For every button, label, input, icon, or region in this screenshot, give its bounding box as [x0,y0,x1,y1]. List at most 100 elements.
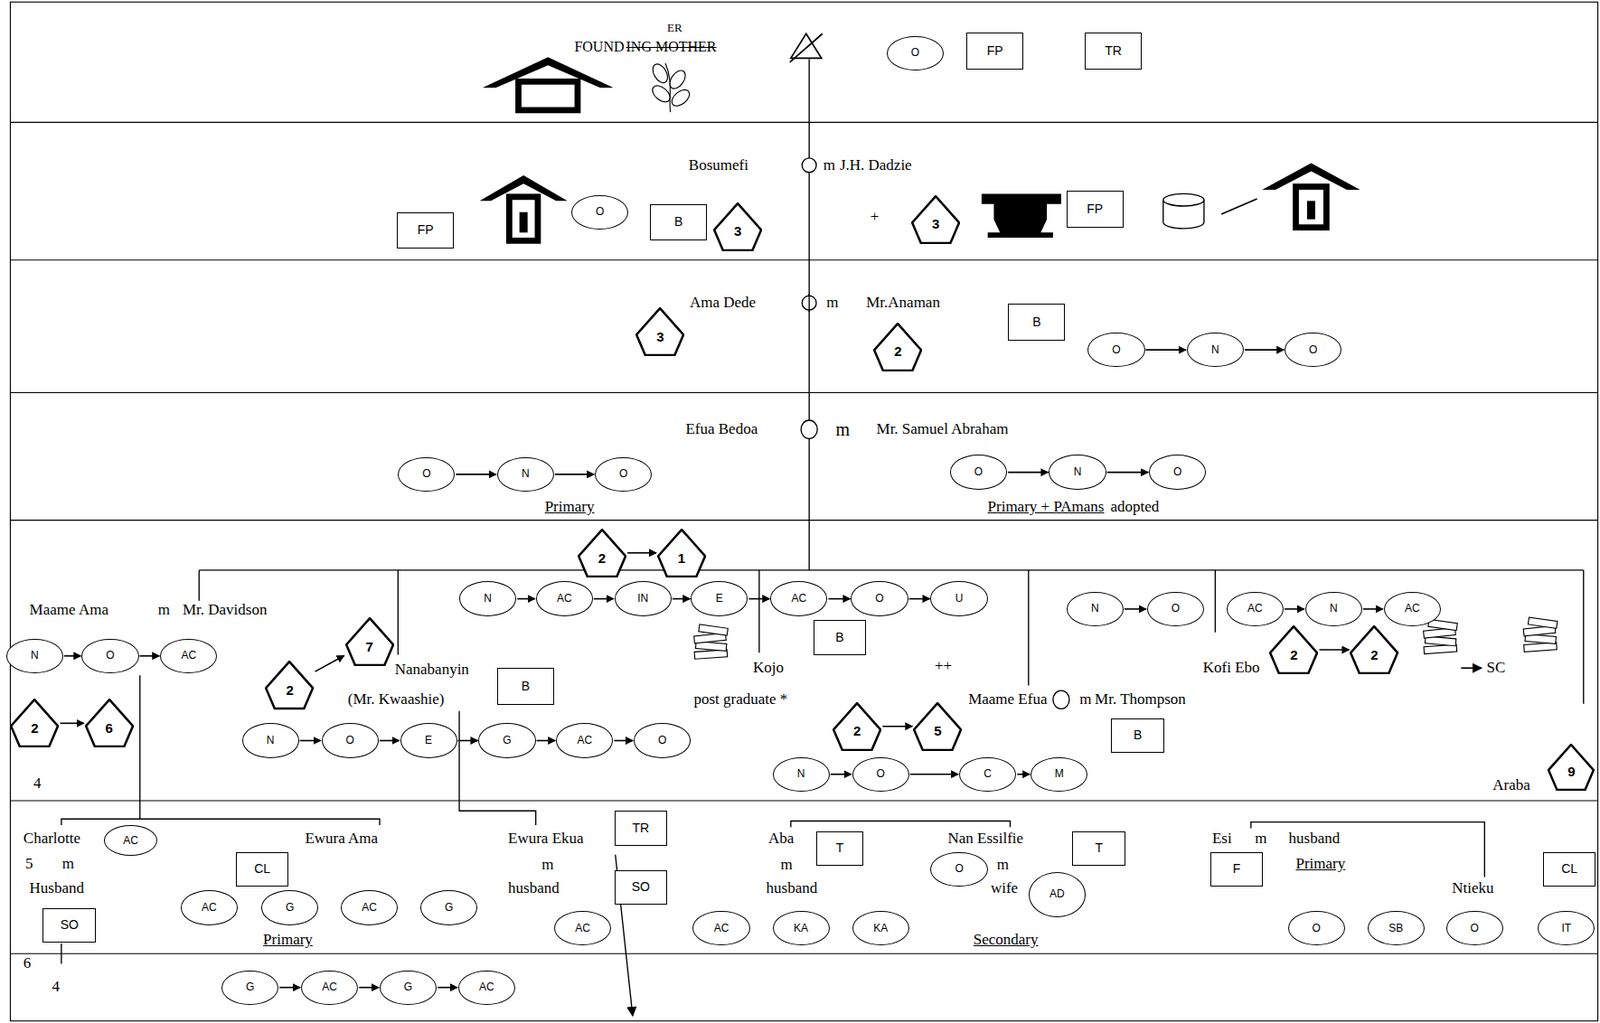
pointer-arrow [1460,667,1482,669]
node-text: 2 [285,672,293,698]
attribute-oval: G [420,890,478,925]
name-label: m [822,157,837,175]
pentagon-shape [874,323,922,371]
node-text: AC [556,592,573,605]
node-text: FP [987,44,1004,58]
books-symbol [1423,619,1459,654]
band-line [9,519,1598,521]
attribute-oval: SB [1367,911,1425,946]
name-label: Primary + PAmans [987,498,1106,517]
node-text: AC [201,902,217,914]
count-pentagon: 2 [1349,625,1399,675]
pentagon-shape [266,662,314,710]
name-label: m [540,856,555,875]
attribute-oval: C [959,757,1017,792]
slash [1221,198,1258,215]
house-symbol [480,175,568,241]
attribute-box: F [1210,852,1264,887]
sequence-arrow [1146,348,1186,351]
node-text: CL [254,862,271,876]
node-text: O [911,47,920,59]
name-label: Charlotte [22,830,82,848]
node-text: 2 [598,540,606,566]
pentagon-shape [833,703,881,751]
name-label: Primary [1294,856,1346,874]
triangle-symbol [790,33,822,58]
count-pentagon: 5 [912,702,962,752]
node-text: G [245,981,255,994]
attribute-oval: O [886,36,944,71]
name-label: husband [1288,830,1342,848]
sequence-arrow [593,598,614,601]
house-body [1296,187,1328,228]
name-label: m [1253,830,1268,848]
node-text: AC [791,592,808,605]
count-pentagon: 2 [873,322,923,372]
sequence-arrow [627,552,657,555]
leaf [649,82,674,105]
node-text: 2 [853,714,861,740]
pentagon-shape [578,529,626,577]
page-frame [9,1,1598,1021]
attribute-oval: O [1147,592,1205,627]
attribute-oval: O [930,852,988,887]
node-text: KA [793,922,809,935]
sequence-arrow [613,740,633,743]
sequence-arrow [748,598,770,601]
node-text: KA [873,922,888,935]
band-line [9,259,1598,261]
cylinder-top [1163,193,1205,207]
pentagon-shape [1548,744,1594,791]
node-text: N [1073,466,1083,479]
sequence-arrow [437,987,458,989]
attribute-oval: E [400,723,458,758]
house-body [508,197,538,242]
pentagon-shape [1270,626,1318,674]
node-text: FP [1086,202,1103,217]
attribute-oval: AC [458,970,516,1006]
name-label: 4 [50,978,61,997]
sequence-arrow [517,598,535,601]
sequence-arrow [1363,608,1384,611]
name-label: m [1078,691,1092,709]
attribute-oval: AC [554,911,612,946]
name-label: Ntieku [1450,880,1495,898]
name-label: Husband [28,880,85,898]
attribute-box: B [813,620,867,655]
node-text: 2 [894,334,902,360]
book [698,624,728,636]
node-text: O [1173,466,1182,479]
node-text: B [674,215,683,229]
attribute-oval: IT [1537,911,1595,946]
name-label: 6 [22,955,33,973]
pentagon-shape [912,196,960,244]
name-label: Mr.Anaman [865,294,942,312]
node-text: 5 [933,714,942,740]
node-text: 2 [1289,637,1298,663]
name-label: adopted [1109,498,1160,517]
attribute-box: T [816,831,864,866]
node-text: O [974,466,983,479]
sequence-arrow [910,773,959,776]
node-text: AC [1404,602,1421,615]
sequence-arrow [279,987,301,989]
sequence-arrow [1007,471,1048,474]
books-symbol [694,624,729,659]
name-label: + [869,208,881,226]
house-body [518,81,578,111]
attribute-oval: N [6,639,64,674]
generation-bands [9,122,1598,954]
name-label: Efua Bedoa [684,421,759,439]
attribute-oval: N [772,757,830,792]
name-label: m [779,856,793,875]
attribute-oval: G [478,723,536,758]
attribute-oval: O [950,454,1008,490]
count-pentagon: 1 [657,528,706,578]
node-text: G [502,734,511,747]
attribute-oval: O [850,581,908,616]
sequence-arrow [1284,608,1305,611]
books-symbol [1523,617,1558,652]
house-symbol [1261,163,1360,228]
name-label: Nan Essilfie [947,830,1026,848]
lineage-spine [808,58,810,570]
